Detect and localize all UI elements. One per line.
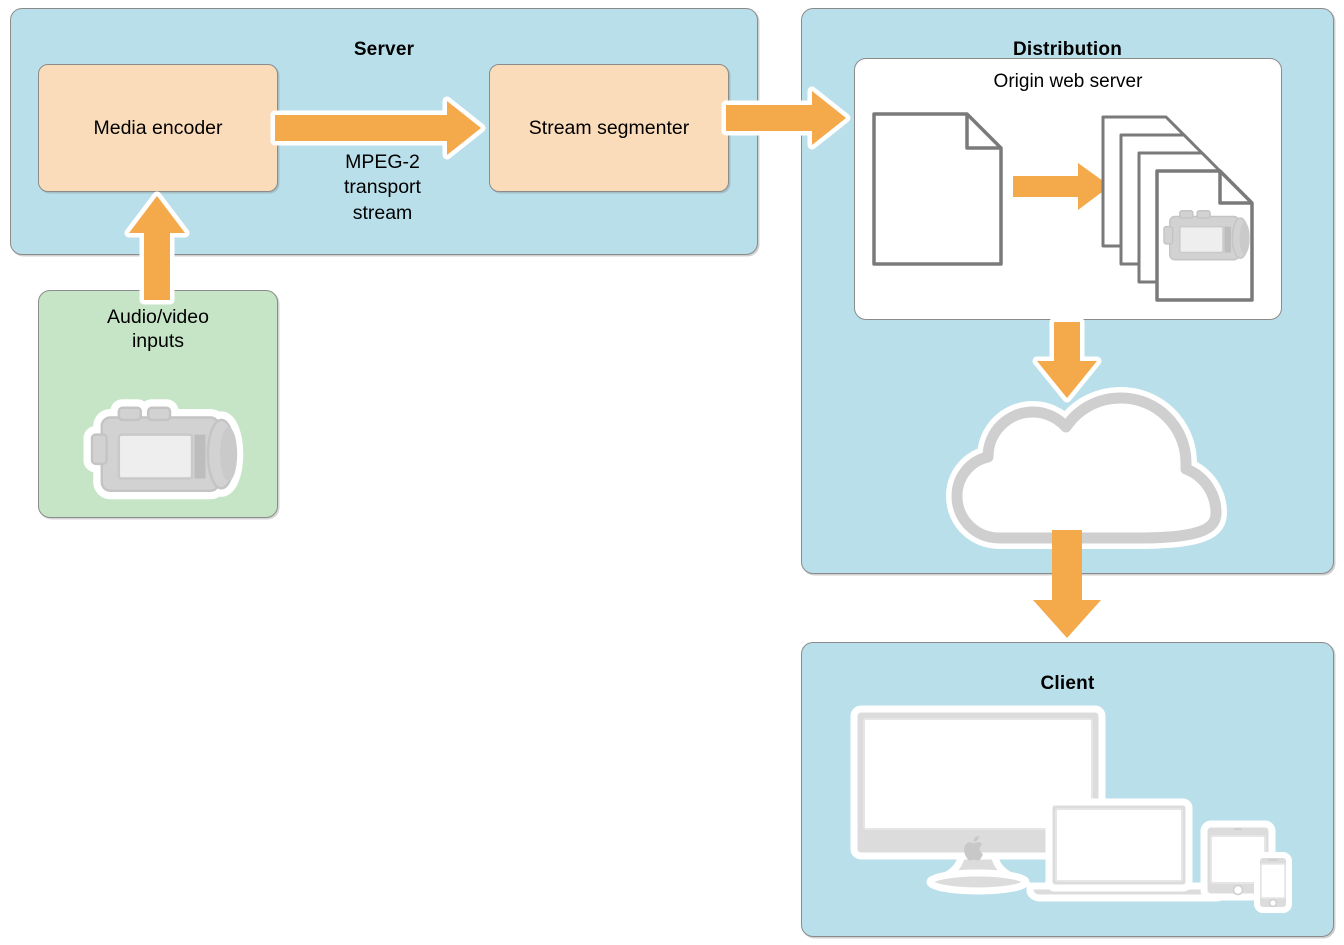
mpeg-line-2: transport: [344, 176, 421, 199]
panel-distribution-title: Distribution: [1013, 39, 1122, 60]
media-encoder-label: Media encoder: [93, 116, 223, 139]
iphone-icon: [1254, 852, 1292, 913]
camcorder-icon-inputs: [83, 399, 244, 500]
arrow-inputs-to-encoder: [124, 191, 190, 305]
mpeg-line-3: stream: [352, 201, 413, 224]
panel-server-title: Server: [353, 39, 415, 60]
arrow-http-to-client: [1033, 530, 1101, 638]
mpeg-line-1: MPEG-2: [345, 151, 420, 173]
arrow-encoder-to-segmenter: [270, 96, 486, 160]
cloud-icon: [946, 387, 1227, 549]
stream-segmenter-label: Stream segmenter: [528, 116, 690, 139]
inputs-line-2: inputs: [131, 330, 185, 353]
panel-client-title: Client: [1040, 673, 1095, 694]
macbook-icon: [1026, 798, 1230, 902]
origin-web-server-label: Origin web server: [993, 71, 1143, 92]
media-encoder-box[interactable]: Media encoder: [38, 64, 278, 192]
stream-segmenter-box[interactable]: Stream segmenter: [489, 64, 729, 192]
ts-segment-stack: [1101, 115, 1254, 302]
inputs-line-1: Audio/video: [107, 306, 209, 328]
ipad-icon: [1200, 820, 1276, 901]
imac-icon: [850, 705, 1106, 895]
arrow-origin-to-http: [1032, 317, 1102, 403]
document-icon: [872, 112, 1003, 266]
arrow-index-to-segments: [1013, 163, 1110, 210]
arrow-segmenter-to-distribution: [721, 86, 851, 150]
camcorder-icon: [1163, 210, 1251, 261]
